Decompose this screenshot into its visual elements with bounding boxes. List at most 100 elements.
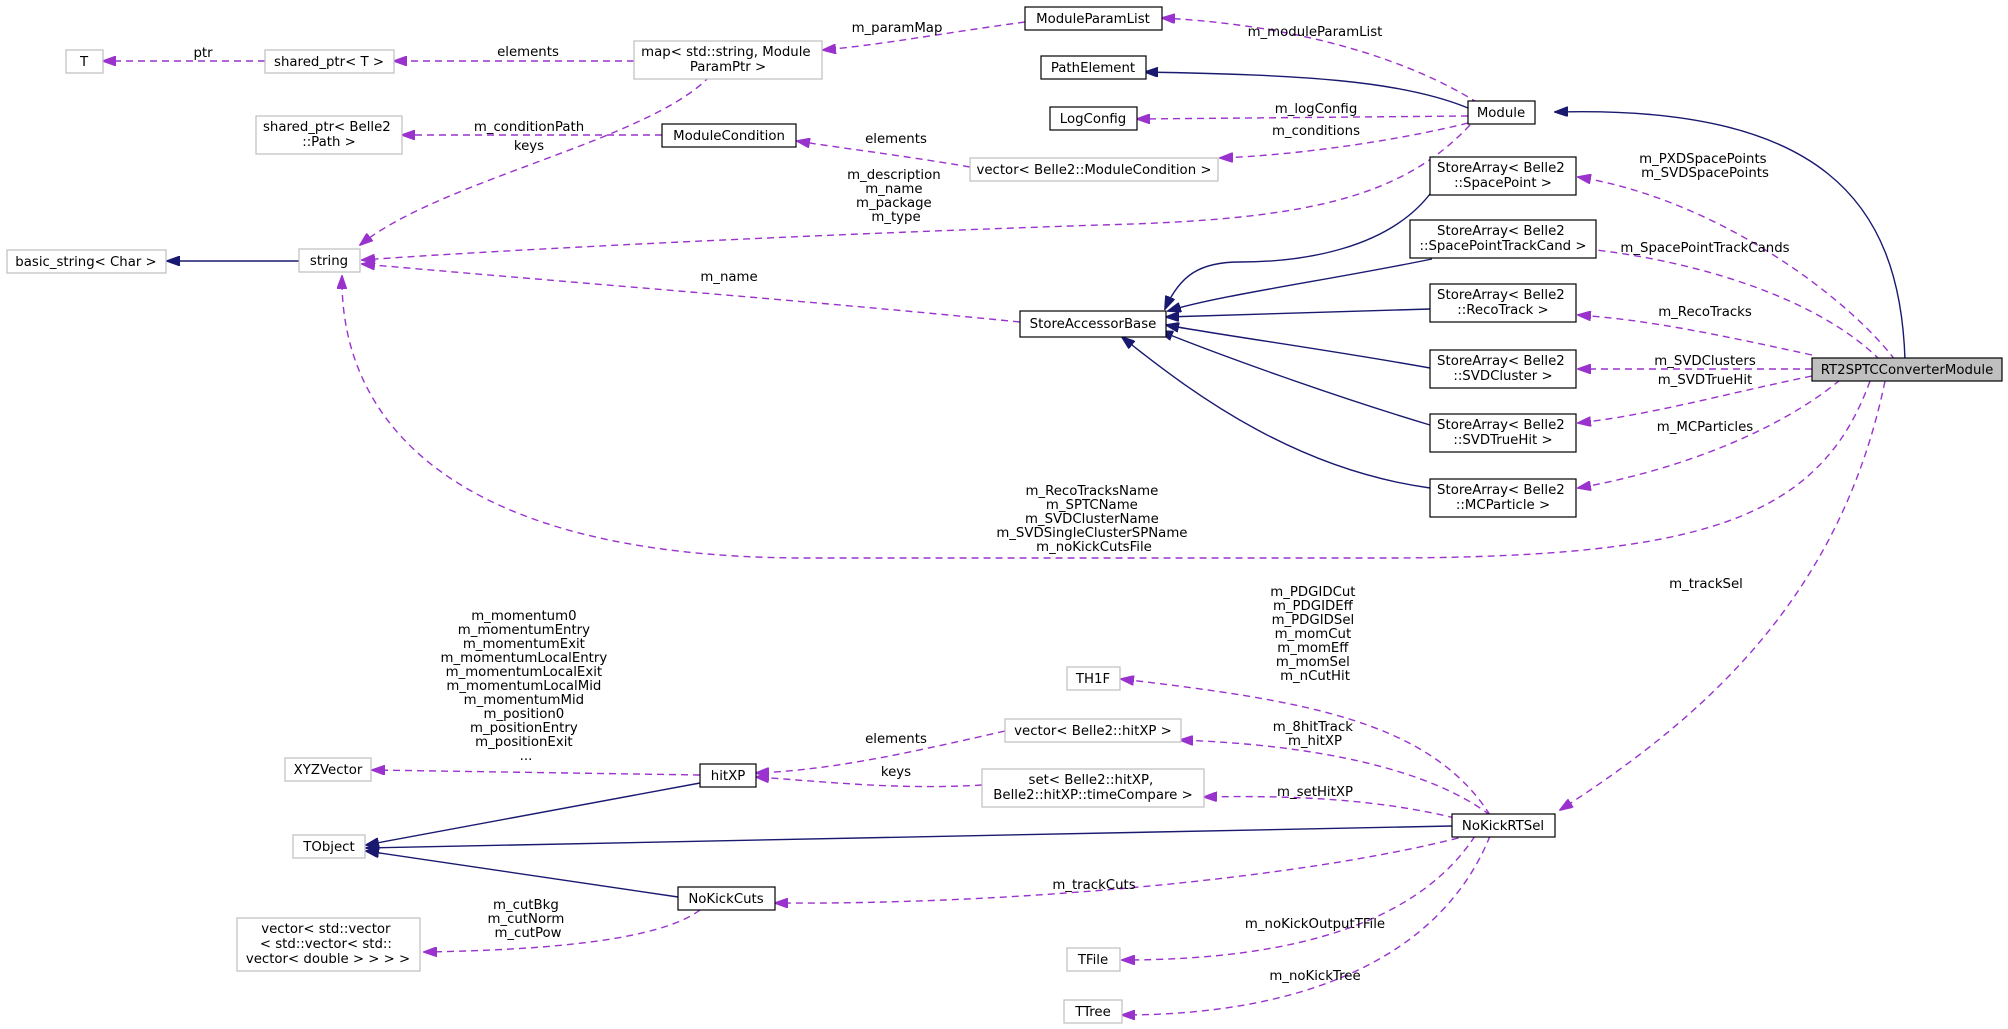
edge-sa-spacepoint-sab [1165,189,1434,309]
node-label: NoKickCuts [688,892,763,907]
edge-hitxp-tobject [366,782,701,845]
edge-sab-string [362,264,1021,323]
edge-label-m-momsel: m_momSel [1276,655,1350,670]
edge-label-m-momentumlocalentry: m_momentumLocalEntry [441,651,608,666]
edge-label-m-sptcname: m_SPTCName [1046,498,1138,513]
edge-label-m-description: m_description [847,168,941,183]
edge-label-m-trackcuts: m_trackCuts [1052,878,1135,893]
edge-label-m-positionexit: m_positionExit [475,735,572,750]
edge-label-m-name-sab: m_name [700,270,757,285]
node-label: vector< Belle2::ModuleCondition > [976,163,1211,178]
edge-label-m-svdclustername: m_SVDClusterName [1025,512,1159,527]
node-shared-ptr-path[interactable]: shared_ptr< Belle2 ::Path > [255,115,403,155]
node-storearray-spacepoint[interactable]: StoreArray< Belle2 ::SpacePoint > [1429,156,1577,196]
node-shared-ptr-t[interactable]: shared_ptr< T > [264,49,395,74]
node-label-line2: ::SVDCluster > [1453,369,1552,384]
node-label: hitXP [711,769,745,784]
node-storearray-svdtruehit[interactable]: StoreArray< Belle2 ::SVDTrueHit > [1429,413,1577,453]
node-moduleparamlist[interactable]: ModuleParamList [1024,6,1163,31]
node-label: shared_ptr< T > [274,55,384,70]
edge-label-m-momeff: m_momEff [1277,641,1349,656]
node-label: StoreArray< Belle2 ::RecoTrack > [1437,288,1569,318]
edge-label-m-momentumlocalexit: m_momentumLocalExit [446,665,603,680]
node-label: set< Belle2::hitXP, Belle2::hitXP::timeC… [993,773,1192,803]
edge-label-m-svdclusters: m_SVDClusters [1654,354,1756,369]
edge-label-m-momentummid: m_momentumMid [464,693,584,708]
node-label: ModuleParamList [1036,12,1150,27]
node-th1f[interactable]: TH1F [1066,666,1121,691]
node-label: StoreArray< Belle2 ::SpacePointTrackCand… [1420,224,1587,254]
edge-rt2-nokickrtsel [1560,380,1886,810]
node-label-line2: ParamPtr > [690,60,766,75]
edge-rt2-string-names [342,276,1871,559]
edge-module-string [362,124,1471,260]
edge-rt2-mcparticle [1578,379,1841,488]
edge-sa-recotrack-sab [1166,308,1431,317]
node-label: TObject [302,840,354,855]
node-label-line1: StoreArray< Belle2 [1437,288,1565,303]
node-tfile[interactable]: TFile [1066,947,1121,972]
edge-sa-svdcluster-sab [1166,325,1431,369]
node-set-hitxp[interactable]: set< Belle2::hitXP, Belle2::hitXP::timeC… [981,768,1205,808]
edge-label-m-name: m_name [865,182,922,197]
edge-sethitxp-hitxp [756,777,983,788]
edge-nokick-th1f [1121,679,1491,816]
edge-vectorcondition-condition [797,141,971,168]
node-label: vector< std::vector < std::vector< std::… [246,922,410,967]
node-label-line1: shared_ptr< Belle2 [263,120,391,135]
node-tobject[interactable]: TObject [292,834,366,859]
edge-nokick-vectorhitxp [1180,740,1491,816]
node-storearray-svdcluster[interactable]: StoreArray< Belle2 ::SVDCluster > [1429,349,1577,389]
edge-label-m-recotracks: m_RecoTracks [1658,305,1752,320]
node-basic-string[interactable]: basic_string< Char > [6,249,167,274]
node-t[interactable]: T [65,49,104,74]
edge-label-m-8hittrack: m_8hitTrack [1273,720,1353,735]
edge-label-m-nokicktree: m_noKickTree [1269,969,1360,984]
edge-label-m-momcut: m_momCut [1275,627,1352,642]
edge-label-elements-hitxp: elements [865,732,927,747]
node-ttree[interactable]: TTree [1063,999,1123,1024]
edge-nokick-sethitxp [1204,797,1456,819]
edge-rt2sptc-module [1555,112,1906,361]
edge-label-m-conditions: m_conditions [1272,124,1360,139]
edge-label-keys-string: keys [514,139,544,154]
node-logconfig[interactable]: LogConfig [1049,106,1138,131]
edge-label-m-svdtruehit: m_SVDTrueHit [1658,373,1753,388]
node-label-line2: < std::vector< std:: [260,937,392,952]
node-module[interactable]: Module [1467,100,1536,125]
node-string[interactable]: string [298,248,361,273]
node-hitxp[interactable]: hitXP [699,763,757,788]
edge-nokick-tfile [1122,835,1476,960]
node-label: TTree [1074,1005,1111,1020]
node-label: basic_string< Char > [15,255,156,270]
edge-label-m-mcparticles: m_MCParticles [1657,420,1753,435]
node-storearray-mcparticle[interactable]: StoreArray< Belle2 ::MCParticle > [1429,478,1577,518]
edge-nokick-ttree [1122,835,1491,1015]
node-storeaccessorbase[interactable]: StoreAccessorBase [1019,310,1167,338]
node-xyzvector[interactable]: XYZVector [284,757,372,782]
node-map-module-param[interactable]: map< std::string, Module ParamPtr > [633,40,823,80]
node-rt2sptcconvertermodule[interactable]: RT2SPTCConverterModule [1811,357,2003,382]
node-pathelement[interactable]: PathElement [1040,55,1147,80]
edge-label-m-spacepointtrackcands: m_SpacePointTrackCands [1620,241,1789,256]
edge-label-elements-shared: elements [497,45,559,60]
node-nokickcuts[interactable]: NoKickCuts [677,886,776,911]
node-nokickrtsel[interactable]: NoKickRTSel [1451,813,1556,838]
node-storearray-spacepointtrackcand[interactable]: StoreArray< Belle2 ::SpacePointTrackCand… [1409,219,1597,259]
edge-label-spacepoints: m_PXDSpacePoints m_SVDSpacePoints [1639,152,1771,181]
node-vector-hitxp[interactable]: vector< Belle2::hitXP > [1004,718,1182,743]
node-storearray-recotrack[interactable]: StoreArray< Belle2 ::RecoTrack > [1429,283,1577,323]
node-label-line1: StoreArray< Belle2 [1437,418,1565,433]
node-vector-vector-double[interactable]: vector< std::vector < std::vector< std::… [236,917,421,972]
node-vector-modulecondition[interactable]: vector< Belle2::ModuleCondition > [969,157,1219,182]
node-label: ModuleCondition [673,129,785,144]
node-modulecondition[interactable]: ModuleCondition [661,123,797,148]
edge-label-m-parammap: m_paramMap [852,21,943,36]
edge-label-m-pdgidsel: m_PDGIDSel [1272,613,1355,628]
node-label: shared_ptr< Belle2 ::Path > [263,120,395,150]
edge-label-m-pdgidcut: m_PDGIDCut [1270,585,1355,600]
edge-module-modparamlist [1162,18,1479,104]
node-label: string [310,254,348,269]
node-label-line2: ::RecoTrack > [1457,303,1548,318]
edge-hitxp-xyz [372,770,701,776]
